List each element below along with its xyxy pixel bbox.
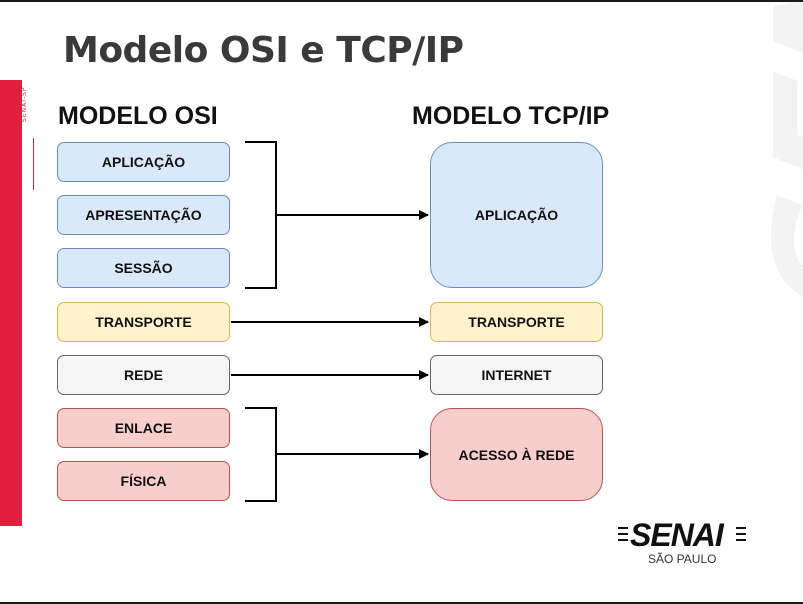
- osi-layer-aplicacao: APLICAÇÃO: [57, 142, 230, 182]
- side-divider: [33, 138, 34, 190]
- tcpip-layer-transporte: TRANSPORTE: [430, 302, 603, 342]
- logo-dash: [736, 539, 746, 541]
- osi-layer-rede: REDE: [57, 355, 230, 395]
- tcpip-layer-aplicacao: APLICAÇÃO: [430, 142, 603, 288]
- accent-bar: [0, 80, 22, 526]
- logo-dash: [618, 533, 628, 535]
- tcpip-layer-acesso-rede: ACESSO À REDE: [430, 408, 603, 501]
- osi-layer-fisica: FÍSICA: [57, 461, 230, 501]
- tcpip-heading: MODELO TCP/IP: [412, 102, 610, 130]
- logo-dash: [618, 539, 628, 541]
- logo-dash: [736, 533, 746, 535]
- osi-layer-enlace: ENLACE: [57, 408, 230, 448]
- page-title: Modelo OSI e TCP/IP: [63, 30, 464, 71]
- osi-layer-sessao: SESSÃO: [57, 248, 230, 288]
- logo-dash: [736, 527, 746, 529]
- logo-wordmark: SENAI: [630, 517, 724, 553]
- bracket-lower: [245, 407, 277, 502]
- osi-layer-transporte: TRANSPORTE: [57, 302, 230, 342]
- logo-subtitle: SÃO PAULO: [648, 552, 717, 566]
- logo-dash: [618, 527, 628, 529]
- senai-logo: SENAI SÃO PAULO: [618, 517, 748, 566]
- bracket-upper: [245, 141, 277, 289]
- tcpip-layer-internet: INTERNET: [430, 355, 603, 395]
- osi-layer-apresentacao: APRESENTAÇÃO: [57, 195, 230, 235]
- osi-heading: MODELO OSI: [58, 102, 218, 130]
